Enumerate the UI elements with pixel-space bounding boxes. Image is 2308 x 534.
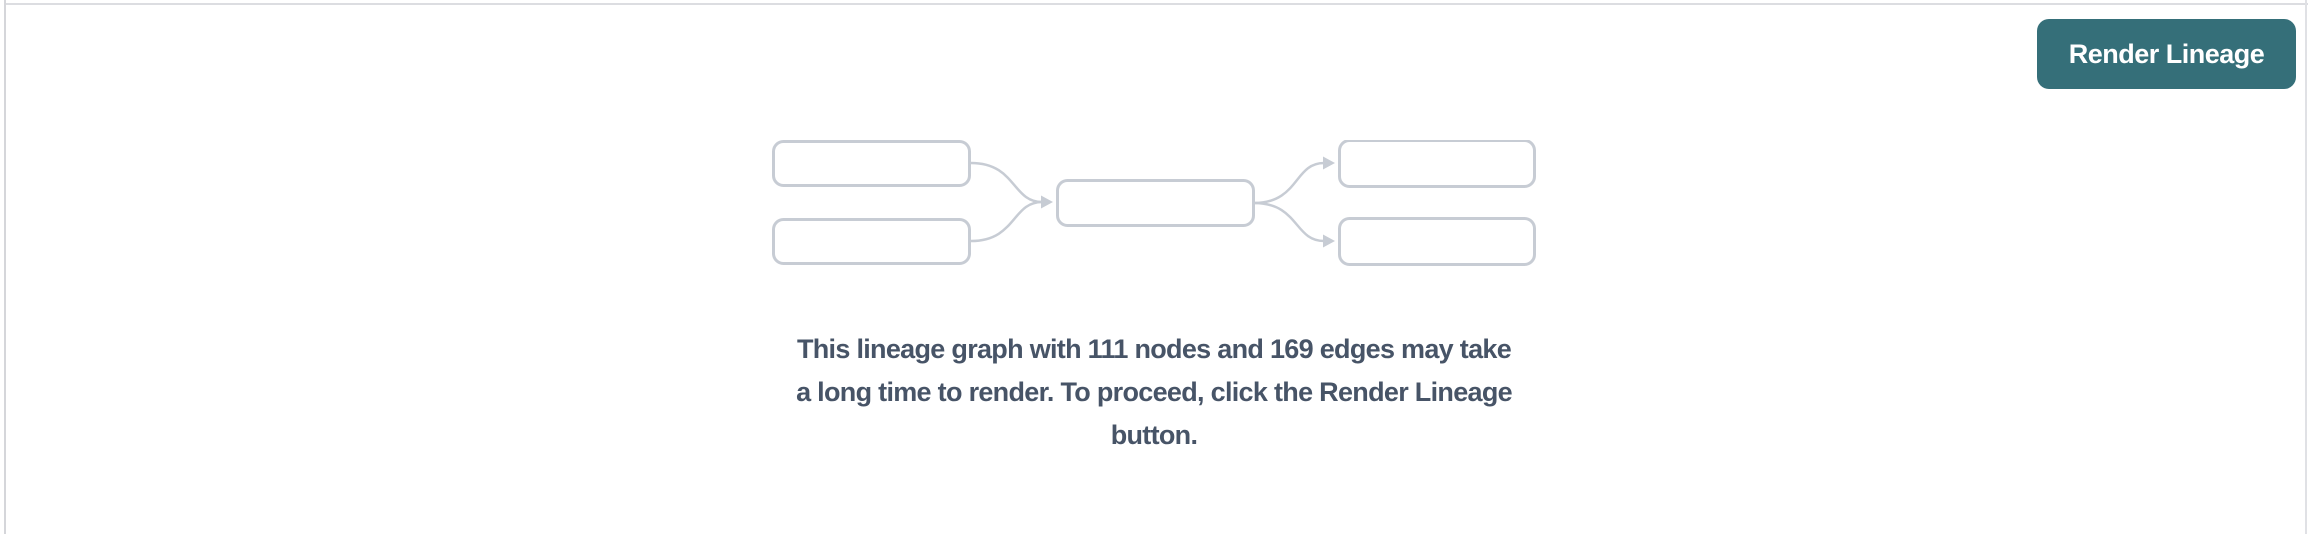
graph-node bbox=[1338, 140, 1536, 188]
render-warning-message: This lineage graph with 111 nodes and 16… bbox=[796, 328, 1513, 457]
panel-top-border bbox=[6, 3, 2308, 5]
lineage-placeholder: This lineage graph with 111 nodes and 16… bbox=[724, 140, 1584, 457]
arrowhead-icon bbox=[1323, 234, 1335, 248]
graph-edge bbox=[1253, 161, 1325, 205]
graph-node bbox=[1056, 179, 1255, 227]
graph-edge bbox=[970, 200, 1043, 243]
lineage-graph-icon bbox=[772, 140, 1536, 266]
message-line-1: This lineage graph with 111 nodes and 16… bbox=[796, 334, 1512, 364]
graph-node bbox=[772, 140, 971, 187]
graph-edge bbox=[1253, 201, 1325, 243]
arrowhead-icon bbox=[1323, 156, 1335, 170]
graph-node bbox=[772, 218, 971, 265]
render-lineage-button[interactable]: Render Lineage bbox=[2037, 19, 2296, 89]
message-line-3: button. bbox=[1110, 420, 1198, 450]
graph-edge bbox=[970, 161, 1043, 204]
graph-node bbox=[1338, 217, 1536, 266]
message-line-2: a long time to render. To proceed, click… bbox=[796, 377, 1513, 407]
panel-right-border bbox=[2305, 0, 2307, 534]
arrowhead-icon bbox=[1041, 195, 1053, 209]
panel-left-border bbox=[4, 0, 6, 534]
